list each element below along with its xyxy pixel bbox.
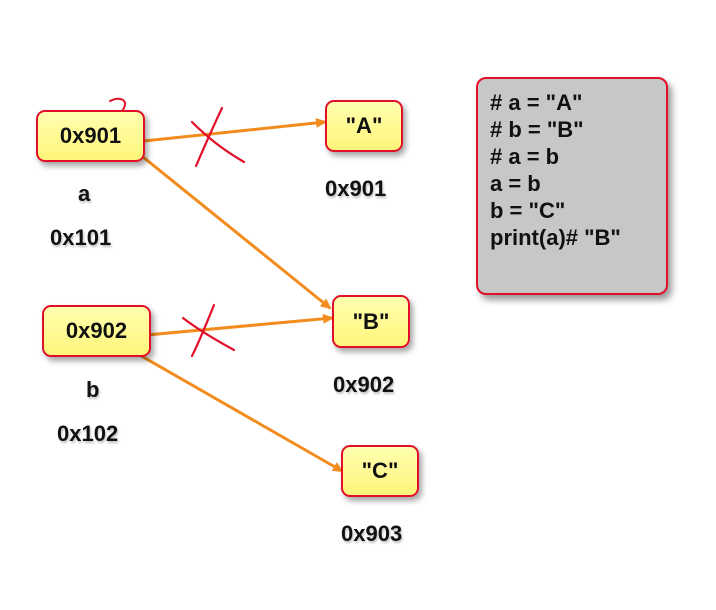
object-B-address: 0x902 xyxy=(333,372,395,397)
variable-b-box: 0x902 xyxy=(42,305,151,357)
arrow-b-to-C xyxy=(116,340,344,473)
cross-mark-a-to-A xyxy=(190,106,246,168)
object-A-box: "A" xyxy=(325,100,403,152)
variable-a-value: 0x901 xyxy=(59,123,122,148)
code-line: # a = b xyxy=(490,144,560,169)
variable-a-address: 0x101 xyxy=(50,225,112,250)
object-A-address: 0x901 xyxy=(325,176,387,201)
object-B-box: "B" xyxy=(332,295,410,348)
variable-a-name: a xyxy=(78,181,91,206)
arrow-a-to-A xyxy=(124,117,327,145)
object-C-address: 0x903 xyxy=(341,521,403,546)
arrow-b-to-B xyxy=(124,313,334,339)
variable-b-name: b xyxy=(86,377,100,402)
object-C-value: "C" xyxy=(361,458,399,483)
code-line: # b = "B" xyxy=(490,117,584,142)
object-A-value: "A" xyxy=(345,113,383,138)
code-panel: # a = "A" # b = "B" # a = b a = b b = "C… xyxy=(476,77,668,295)
code-line: print(a)# "B" xyxy=(490,225,621,250)
variable-b-address: 0x102 xyxy=(57,421,119,446)
object-B-value: "B" xyxy=(352,308,390,334)
code-line: b = "C" xyxy=(490,198,566,223)
object-C-box: "C" xyxy=(341,445,419,497)
variable-a-box: 0x901 xyxy=(36,110,145,162)
code-line: # a = "A" xyxy=(490,90,583,115)
variable-b-value: 0x902 xyxy=(65,318,128,343)
cross-mark-b-to-B xyxy=(181,303,236,358)
arrow-a-to-B xyxy=(121,138,332,310)
code-line: a = b xyxy=(490,171,541,196)
